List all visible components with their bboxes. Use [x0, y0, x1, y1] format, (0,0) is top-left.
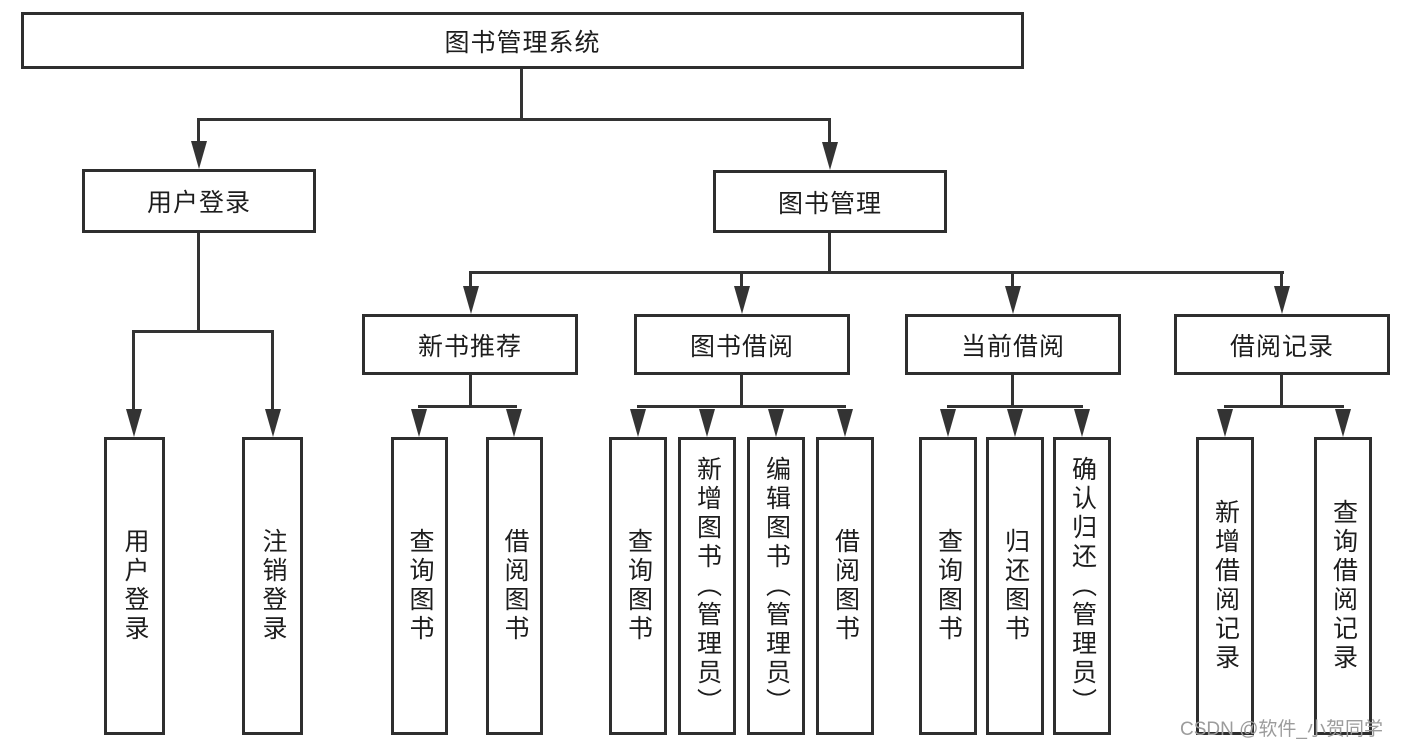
connector-line — [1280, 271, 1283, 289]
arrow-down-icon — [463, 286, 479, 314]
arrow-down-icon — [1074, 409, 1090, 437]
arrow-down-icon — [734, 286, 750, 314]
node-book-borrow: 图书借阅 — [634, 314, 850, 375]
leaf-logout-label: 注销登录 — [259, 528, 287, 644]
arrow-down-icon — [1007, 409, 1023, 437]
leaf-add-borrow-record: 新增借阅记录 — [1196, 437, 1254, 735]
leaf-edit-books-admin: 编辑图书（管理员） — [747, 437, 805, 735]
arrow-down-icon — [1335, 409, 1351, 437]
leaf-borrow-books: 借阅图书 — [816, 437, 874, 735]
arrow-down-icon — [822, 142, 838, 170]
node-borrow-records-label: 借阅记录 — [1229, 332, 1334, 361]
connector-line — [740, 271, 743, 289]
leaf-add-books-admin: 新增图书（管理员） — [678, 437, 736, 735]
connector-line — [133, 330, 274, 333]
arrow-down-icon — [940, 409, 956, 437]
arrow-down-icon — [126, 409, 142, 437]
leaf-add-borrow-record-label: 新增借阅记录 — [1211, 499, 1240, 673]
leaf-query-books-current-label: 查询图书 — [934, 528, 963, 644]
node-new-book-recommend: 新书推荐 — [362, 314, 578, 375]
connector-line — [520, 69, 523, 118]
connector-line — [1280, 374, 1283, 407]
node-current-borrow-label: 当前借阅 — [960, 332, 1065, 361]
connector-line — [469, 271, 472, 289]
arrow-down-icon — [768, 409, 784, 437]
arrow-down-icon — [191, 141, 207, 169]
connector-line — [740, 374, 743, 407]
leaf-confirm-return-admin: 确认归还（管理员） — [1053, 437, 1111, 735]
leaf-edit-books-admin-label: 编辑图书（管理员） — [762, 455, 791, 717]
leaf-query-books-current: 查询图书 — [919, 437, 977, 735]
arrow-down-icon — [630, 409, 646, 437]
arrow-down-icon — [1005, 286, 1021, 314]
leaf-query-books-recommend-label: 查询图书 — [406, 528, 434, 644]
connector-line — [469, 271, 1284, 274]
watermark: CSDN @软件_小贺同学 — [1180, 719, 1383, 740]
connector-line — [469, 374, 472, 407]
node-root-label: 图书管理系统 — [444, 28, 601, 57]
node-book-management-label: 图书管理 — [777, 189, 882, 218]
arrow-down-icon — [1274, 286, 1290, 314]
connector-line — [197, 233, 200, 333]
node-root: 图书管理系统 — [21, 12, 1024, 69]
arrow-down-icon — [1217, 409, 1233, 437]
leaf-add-books-admin-label: 新增图书（管理员） — [693, 455, 722, 717]
connector-line — [637, 405, 846, 408]
arrow-down-icon — [699, 409, 715, 437]
leaf-user-login: 用户登录 — [104, 437, 165, 735]
leaf-borrow-books-recommend-label: 借阅图书 — [501, 528, 529, 644]
arrow-down-icon — [411, 409, 427, 437]
leaf-borrow-books-label: 借阅图书 — [831, 528, 860, 644]
leaf-confirm-return-admin-label: 确认归还（管理员） — [1068, 455, 1097, 717]
leaf-query-books-borrow-label: 查询图书 — [624, 528, 653, 644]
leaf-user-login-label: 用户登录 — [121, 528, 149, 644]
leaf-return-books-label: 归还图书 — [1001, 528, 1030, 644]
connector-line — [271, 330, 274, 409]
leaf-query-borrow-record-label: 查询借阅记录 — [1329, 499, 1358, 673]
node-book-borrow-label: 图书借阅 — [689, 332, 794, 361]
connector-line — [947, 405, 1083, 408]
connector-line — [198, 118, 831, 121]
connector-line — [828, 118, 831, 144]
leaf-query-borrow-record: 查询借阅记录 — [1314, 437, 1372, 735]
node-book-management: 图书管理 — [713, 170, 947, 233]
connector-line — [418, 405, 517, 408]
connector-line — [1011, 271, 1014, 289]
leaf-borrow-books-recommend: 借阅图书 — [486, 437, 543, 735]
connector-line — [1011, 374, 1014, 407]
connector-line — [828, 233, 831, 273]
leaf-query-books-borrow: 查询图书 — [609, 437, 667, 735]
leaf-logout: 注销登录 — [242, 437, 303, 735]
node-new-book-recommend-label: 新书推荐 — [417, 332, 522, 361]
node-user-login-label: 用户登录 — [146, 189, 251, 217]
node-user-login: 用户登录 — [82, 169, 316, 233]
node-current-borrow: 当前借阅 — [905, 314, 1121, 375]
leaf-query-books-recommend: 查询图书 — [391, 437, 448, 735]
leaf-return-books: 归还图书 — [986, 437, 1044, 735]
arrow-down-icon — [506, 409, 522, 437]
connector-line — [132, 330, 135, 409]
connector-line — [197, 118, 200, 144]
arrow-down-icon — [837, 409, 853, 437]
node-borrow-records: 借阅记录 — [1174, 314, 1390, 375]
connector-line — [1224, 405, 1344, 408]
arrow-down-icon — [265, 409, 281, 437]
